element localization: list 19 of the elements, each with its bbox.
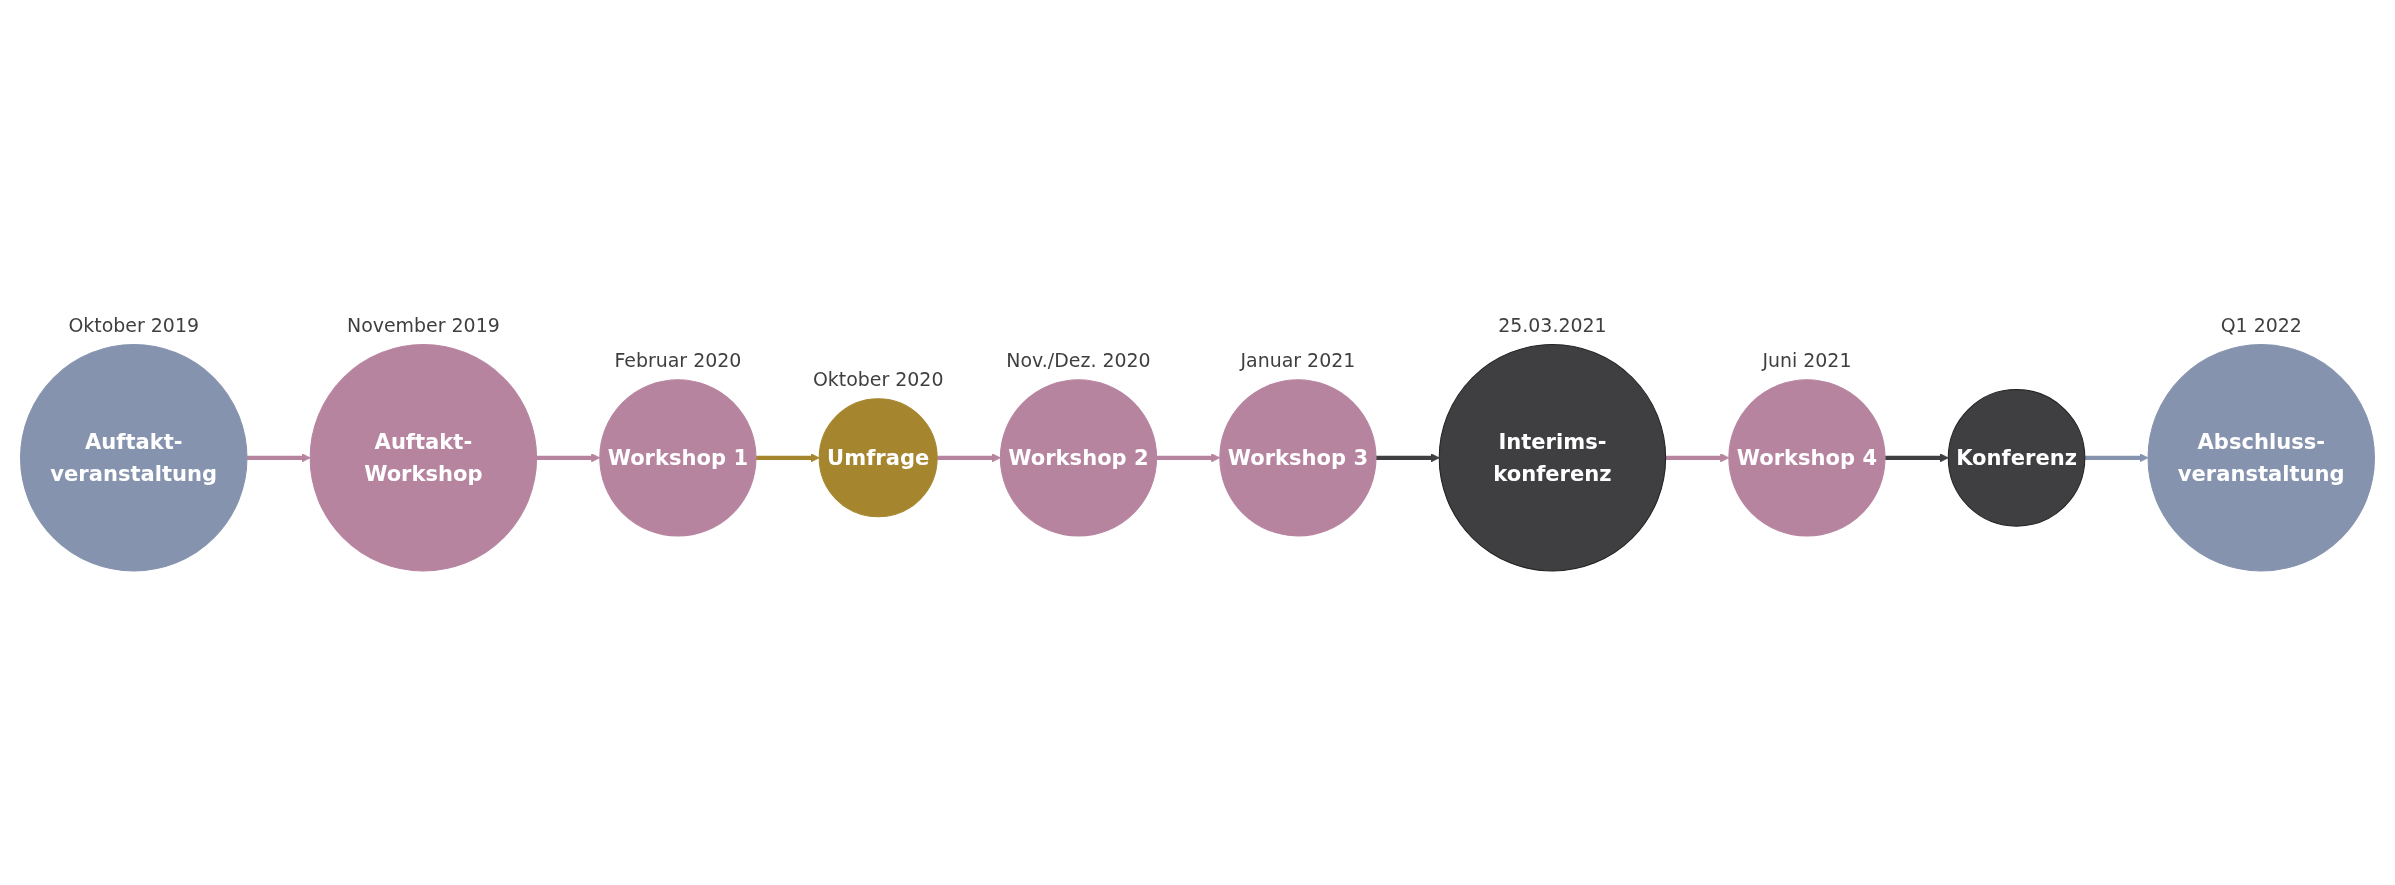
date-label: Q1 2022	[2220, 313, 2302, 336]
date-label: 25.03.2021	[1498, 313, 1607, 336]
date-label: Oktober 2020	[812, 368, 944, 391]
date-label: Nov./Dez. 2020	[1006, 349, 1151, 372]
date-label: Januar 2021	[1240, 349, 1356, 372]
date-label: Februar 2020	[614, 349, 742, 372]
date-label: November 2019	[347, 313, 500, 336]
date-label: Juni 2021	[1762, 349, 1852, 372]
circle-node: Umfrage	[818, 398, 938, 518]
date-label: Oktober 2019	[68, 313, 200, 336]
circle-node: Auftakt-veranstaltung	[20, 344, 248, 572]
circle-node: Auftakt-Workshop	[309, 344, 538, 572]
circle-node: Workshop 3	[1219, 379, 1377, 537]
circle-node: Abschluss-veranstaltung	[2147, 344, 2375, 572]
circle-node: Workshop 1	[599, 379, 757, 537]
circle-node: Konferenz	[1947, 388, 2086, 527]
circle-node: Workshop 4	[1728, 379, 1886, 537]
circle-node: Interims-konferenz	[1438, 344, 1667, 572]
circle-node: Workshop 2	[999, 379, 1158, 537]
